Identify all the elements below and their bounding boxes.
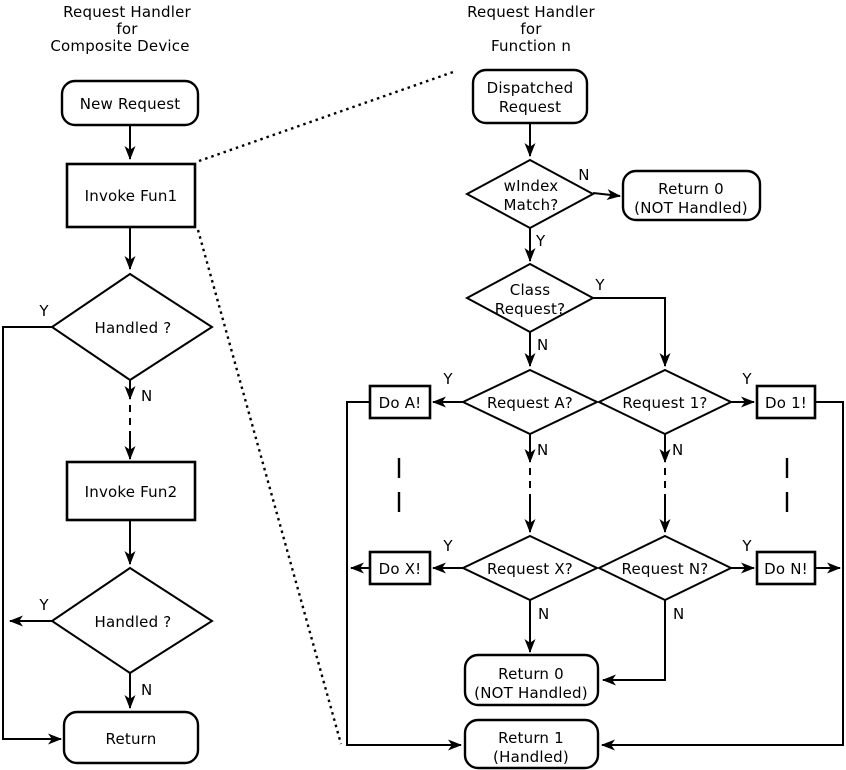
node-dispatched-request-line1: Dispatched bbox=[487, 79, 574, 97]
label-requestx-no: N bbox=[538, 605, 549, 623]
node-handled2-label: Handled ? bbox=[95, 613, 172, 631]
label-requestn-yes: Y bbox=[741, 537, 752, 555]
node-return1 bbox=[463, 718, 600, 770]
node-new-request-label: New Request bbox=[80, 95, 181, 113]
edge-handled1-yes-to-return bbox=[2, 326, 62, 745]
edge-doa-rail-to-return1 bbox=[346, 401, 462, 751]
right-flowchart: Request Handler for Function n Dispatche… bbox=[346, 3, 844, 770]
node-return1-line1: Return 1 bbox=[498, 729, 564, 747]
node-return0-top bbox=[621, 169, 762, 222]
right-title-line3: Function n bbox=[491, 37, 571, 55]
edge-class-yes-to-request1 bbox=[593, 297, 671, 367]
node-do-n-label: Do N! bbox=[764, 560, 808, 578]
node-return0-top-line2: (NOT Handled) bbox=[634, 199, 748, 217]
label-requestx-yes: Y bbox=[442, 537, 453, 555]
label-requesta-yes: Y bbox=[442, 370, 453, 388]
left-title-line3: Composite Device bbox=[50, 37, 189, 55]
node-do-1 bbox=[755, 384, 817, 420]
node-requestn-label: Request N? bbox=[622, 560, 709, 578]
node-do-a bbox=[368, 384, 432, 420]
node-do-a-label: Do A! bbox=[379, 394, 422, 412]
node-return0-bottom-line2: (NOT Handled) bbox=[474, 684, 588, 702]
node-dispatched-request-line2: Request bbox=[499, 98, 561, 116]
right-title-line2: for bbox=[520, 20, 542, 38]
label-handled1-yes: Y bbox=[38, 302, 49, 320]
node-return bbox=[62, 710, 200, 765]
node-do-x bbox=[368, 550, 432, 586]
node-return0-top-line1: Return 0 bbox=[658, 180, 724, 198]
label-handled1-no: N bbox=[141, 387, 152, 405]
expansion-dotted-line-bottom bbox=[196, 229, 343, 745]
left-title-line2: for bbox=[116, 20, 138, 38]
node-do-x-label: Do X! bbox=[379, 560, 422, 578]
node-return1-line2: (Handled) bbox=[493, 748, 569, 766]
node-do-1-label: Do 1! bbox=[765, 394, 807, 412]
label-request1-yes: Y bbox=[741, 370, 752, 388]
expansion-dotted-line-top bbox=[198, 69, 457, 163]
node-return0-bottom-line1: Return 0 bbox=[498, 665, 564, 683]
right-title-line1: Request Handler bbox=[467, 3, 595, 21]
node-invoke-fun1 bbox=[65, 162, 197, 229]
label-requesta-no: N bbox=[537, 441, 548, 459]
label-class-no: N bbox=[537, 336, 548, 354]
label-requestn-no: N bbox=[673, 605, 684, 623]
edge-requestn-no-to-return0 bbox=[602, 600, 666, 686]
node-return-label: Return bbox=[106, 730, 157, 748]
label-handled2-no: N bbox=[141, 681, 152, 699]
edge-windex-no-to-return0top bbox=[592, 189, 621, 201]
node-handled1-label: Handled ? bbox=[95, 319, 172, 337]
label-request1-no: N bbox=[672, 441, 683, 459]
left-flowchart: Request Handler for Composite Device New… bbox=[2, 3, 214, 765]
node-windex-line1: wIndex bbox=[504, 177, 559, 195]
node-return0-bottom bbox=[463, 653, 600, 707]
label-windex-no: N bbox=[578, 166, 589, 184]
label-class-yes: Y bbox=[594, 276, 605, 294]
node-class-line2: Request? bbox=[495, 300, 566, 318]
node-invoke-fun1-label: Invoke Fun1 bbox=[85, 187, 178, 205]
node-requesta-label: Request A? bbox=[487, 394, 573, 412]
node-class-line1: Class bbox=[510, 281, 550, 299]
left-title-line1: Request Handler bbox=[63, 3, 191, 21]
node-request1-label: Request 1? bbox=[622, 394, 707, 412]
node-invoke-fun2-label: Invoke Fun2 bbox=[85, 483, 178, 501]
label-handled2-yes: Y bbox=[38, 596, 49, 614]
edge-do1-rail-to-return1 bbox=[601, 401, 844, 751]
node-requestx-label: Request X? bbox=[487, 560, 573, 578]
label-windex-yes: Y bbox=[535, 232, 546, 250]
node-windex-line2: Match? bbox=[504, 196, 559, 214]
